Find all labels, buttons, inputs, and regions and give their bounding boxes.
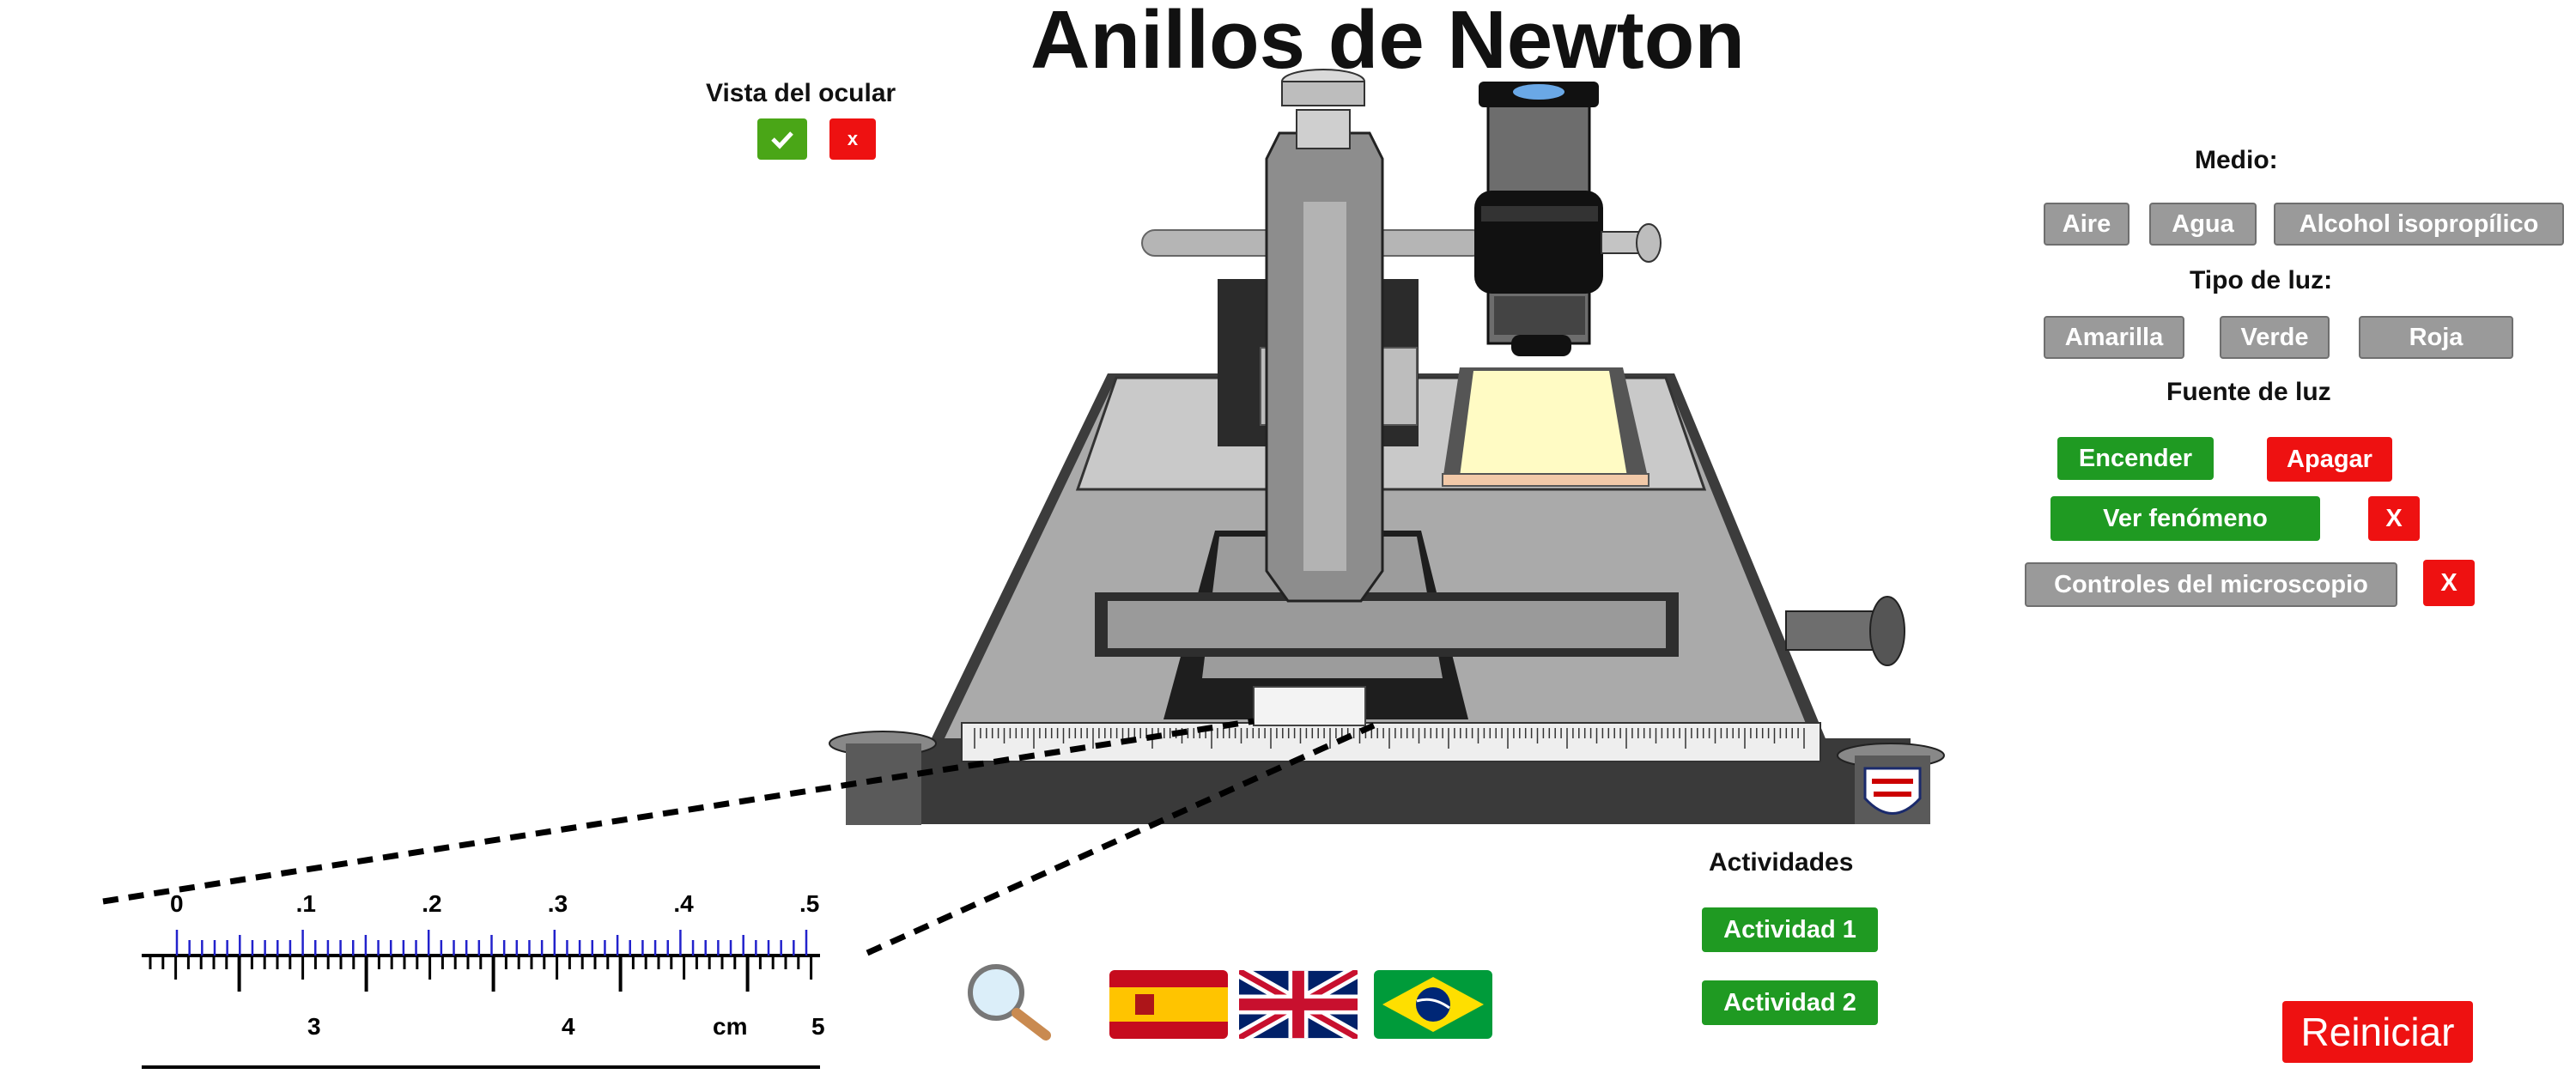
light-yellow-button[interactable]: Amarilla — [2044, 316, 2184, 359]
main-scale-ticks — [974, 728, 1805, 749]
light-red-button[interactable]: Roja — [2359, 316, 2513, 359]
main-scale-label: 4 — [562, 1013, 575, 1040]
main-scale-labels: 3 4 cm 5 — [307, 1013, 824, 1040]
light-type-label: Tipo de luz: — [2190, 266, 2333, 294]
vernier-label: .2 — [422, 890, 441, 917]
view-phenomenon-button[interactable]: Ver fenómeno — [2050, 496, 2320, 541]
university-shield-icon — [1863, 767, 1922, 815]
main-scale — [142, 954, 820, 992]
light-off-button[interactable]: Apagar — [2267, 437, 2392, 482]
vernier-zoom-view: 0 .1 .2 .3 .4 .5 3 4 cm 5 — [142, 890, 824, 1069]
light-green-button[interactable]: Verde — [2220, 316, 2330, 359]
light-on-button[interactable]: Encender — [2057, 437, 2214, 480]
reset-button[interactable]: Reiniciar — [2282, 1001, 2473, 1063]
medium-water-button[interactable]: Agua — [2149, 203, 2257, 246]
medium-air-button[interactable]: Aire — [2044, 203, 2129, 246]
main-scale-label: 5 — [811, 1013, 824, 1040]
page-title: Anillos de Newton — [1030, 0, 1746, 86]
microscope-controls-button[interactable]: Controles del microscopio — [2025, 562, 2397, 607]
activities-label: Actividades — [1709, 848, 1854, 877]
spain-flag-icon[interactable] — [1109, 970, 1228, 1039]
medium-isopropyl-button[interactable]: Alcohol isopropílico — [2274, 203, 2564, 246]
brazil-flag-icon[interactable] — [1374, 970, 1492, 1039]
activity-2-button[interactable]: Actividad 2 — [1702, 980, 1878, 1025]
vernier-scale — [175, 930, 808, 956]
medium-label: Medio: — [2195, 146, 2278, 174]
vernier-label: 0 — [170, 890, 184, 917]
close-phenomenon-button[interactable]: X — [2368, 496, 2420, 541]
vernier-label: .5 — [799, 890, 819, 917]
vernier-scale-labels: 0 .1 .2 .3 .4 .5 — [170, 890, 819, 917]
eyepiece-view-label: Vista del ocular — [706, 79, 896, 107]
checkmark-icon — [771, 131, 793, 149]
vernier-label: .1 — [296, 890, 316, 917]
uk-flag-icon[interactable] — [1239, 970, 1358, 1039]
eyepiece-hide-button[interactable]: x — [829, 118, 876, 160]
vernier-label: .3 — [548, 890, 568, 917]
close-microscope-controls-button[interactable]: X — [2423, 560, 2475, 606]
magnifier-icon[interactable] — [963, 962, 1054, 1043]
main-scale-label: cm — [713, 1013, 747, 1040]
eyepiece-show-button[interactable] — [757, 118, 807, 160]
main-scale-label: 3 — [307, 1013, 321, 1040]
light-source-label: Fuente de luz — [2166, 378, 2331, 406]
activity-1-button[interactable]: Actividad 1 — [1702, 907, 1878, 952]
vernier-label: .4 — [673, 890, 694, 917]
